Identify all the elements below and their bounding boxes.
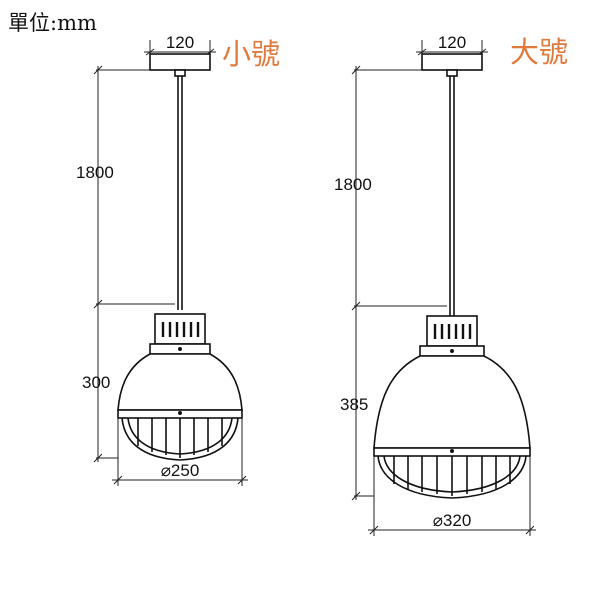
large-canopy-knob <box>446 69 458 77</box>
small-socket-vents <box>161 322 200 337</box>
large-diameter-dimension: ⌀320 <box>368 456 536 536</box>
large-size-label: 大號 <box>510 35 568 69</box>
small-diameter-dimension: ⌀250 <box>112 418 248 486</box>
small-canopy-knob <box>174 69 186 77</box>
large-diameter-label: ⌀320 <box>433 511 472 530</box>
small-canopy-width-label: 120 <box>166 33 194 52</box>
large-socket-vents <box>433 324 472 339</box>
small-lamp: 120 小號 1800 300 <box>76 33 280 486</box>
large-cord-length-label: 1800 <box>334 175 372 194</box>
small-cord-length-label: 1800 <box>76 163 114 182</box>
large-canopy <box>421 53 483 71</box>
large-vertical-dimension: 1800 385 <box>334 65 447 501</box>
large-cage <box>377 455 527 499</box>
small-vertical-dimension: 1800 300 <box>76 65 175 463</box>
small-diameter-label: ⌀250 <box>161 461 200 480</box>
large-dome-shade <box>373 355 531 449</box>
small-shade-height-label: 300 <box>82 373 110 392</box>
small-canopy-width-dimension: 120 <box>144 33 216 58</box>
small-dome-shade <box>117 353 243 411</box>
small-size-label: 小號 <box>222 37 280 71</box>
large-lamp: 120 大號 1800 385 <box>334 33 568 536</box>
small-cage <box>121 417 239 461</box>
large-canopy-width-label: 120 <box>438 33 466 52</box>
small-canopy <box>149 53 211 71</box>
unit-label: 單位:mm <box>8 11 97 35</box>
large-shade-height-label: 385 <box>340 395 368 414</box>
